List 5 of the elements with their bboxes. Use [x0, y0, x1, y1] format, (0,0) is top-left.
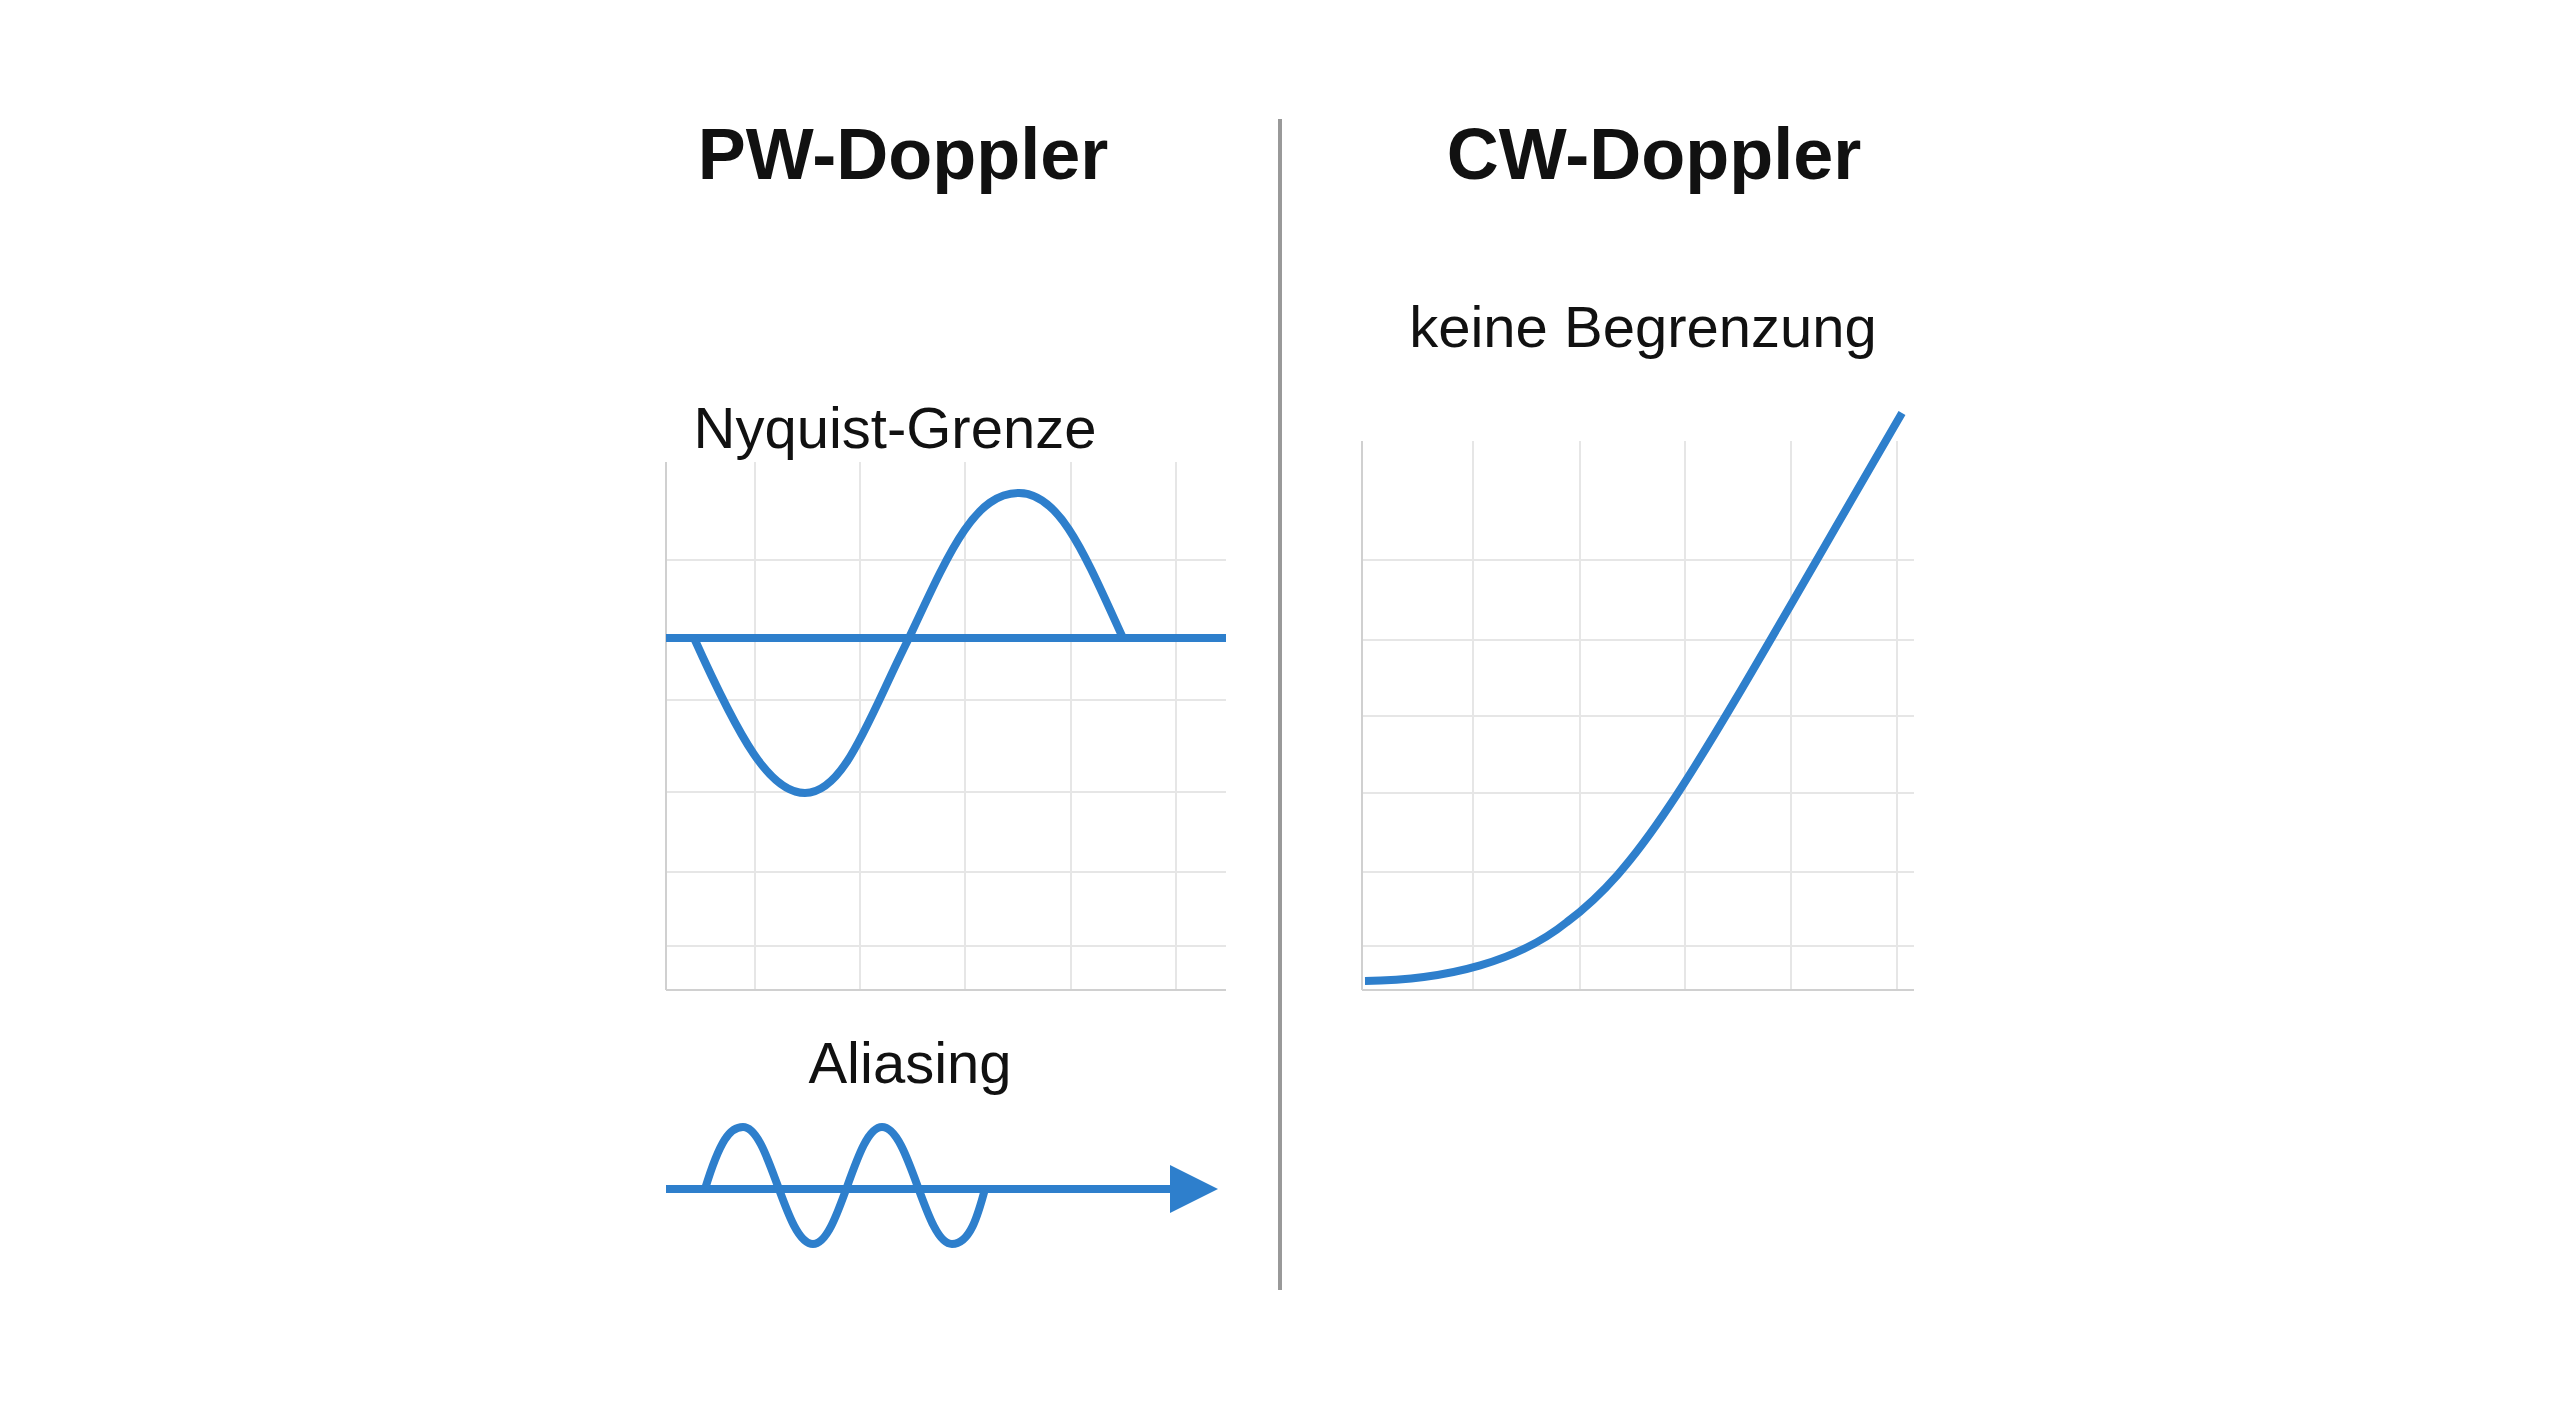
chart-label: Aliasing [808, 1031, 1012, 1095]
panel-heading: CW-Doppler [1446, 115, 1862, 195]
chart-label: keine Begrenzung [1409, 295, 1877, 359]
chart-label: Nyquist-Grenze [693, 396, 1097, 460]
panel-heading: PW-Doppler [697, 115, 1109, 195]
